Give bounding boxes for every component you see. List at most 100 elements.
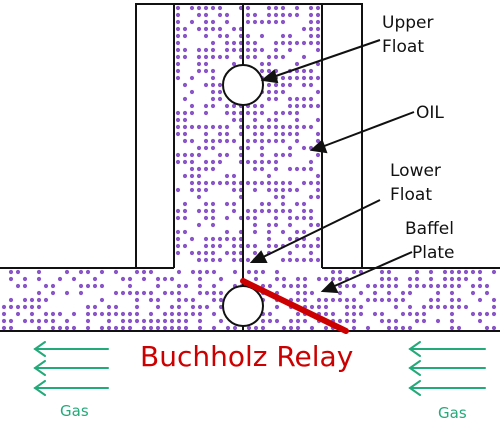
oil-dot	[295, 297, 301, 303]
oil-dot	[175, 229, 181, 235]
oil-dot	[477, 318, 483, 324]
oil-dot	[301, 166, 307, 172]
oil-dot	[189, 159, 195, 165]
oil-dot	[351, 297, 357, 303]
oil-dot	[294, 215, 300, 221]
oil-dot	[211, 269, 217, 275]
oil-dot	[280, 82, 286, 88]
oil-dot	[203, 82, 209, 88]
baffle-plate-label-line1: Baffel	[405, 219, 454, 239]
oil-dot	[308, 194, 314, 200]
oil-dot	[196, 61, 202, 67]
oil-dot	[218, 297, 224, 303]
oil-dot	[224, 103, 230, 109]
oil-dot	[259, 180, 265, 186]
oil-dot	[442, 283, 448, 289]
oil-dot	[175, 117, 181, 123]
oil-dot	[259, 19, 265, 25]
oil-dot	[211, 297, 217, 303]
oil-dot	[442, 276, 448, 282]
oil-dot	[273, 215, 279, 221]
upper-float-label-line1: Upper	[382, 13, 433, 33]
oil-dot	[141, 318, 147, 324]
upper-float-pointer	[260, 39, 381, 84]
oil-dot	[294, 103, 300, 109]
oil-dot	[175, 40, 181, 46]
oil-dot	[295, 311, 301, 317]
oil-dot	[407, 304, 413, 310]
oil-dot	[203, 180, 209, 186]
oil-dot	[414, 283, 420, 289]
oil-dot	[301, 40, 307, 46]
oil-dot	[189, 173, 195, 179]
oil-dot	[252, 54, 258, 60]
oil-dot	[196, 250, 202, 256]
oil-dot	[273, 47, 279, 53]
oil-dot	[294, 187, 300, 193]
oil-dot	[259, 47, 265, 53]
oil-dot	[266, 61, 272, 67]
oil-dot	[280, 194, 286, 200]
oil-dot	[280, 229, 286, 235]
oil-dot	[189, 180, 195, 186]
oil-dot	[252, 250, 258, 256]
oil-dot	[456, 276, 462, 282]
oil-dot	[309, 304, 315, 310]
oil-dot	[337, 297, 343, 303]
oil-dot	[218, 318, 224, 324]
oil-dot	[301, 208, 307, 214]
oil-dot	[211, 283, 217, 289]
oil-dot	[231, 201, 237, 207]
oil-dot	[372, 311, 378, 317]
oil-dot	[175, 124, 181, 130]
oil-dot	[266, 236, 272, 242]
oil-dot	[294, 124, 300, 130]
oil-dot	[231, 110, 237, 116]
oil-dot	[266, 208, 272, 214]
oil-dot	[22, 283, 28, 289]
oil-dot	[182, 54, 188, 60]
oil-dot	[148, 325, 154, 331]
oil-dot	[266, 124, 272, 130]
oil-dot	[330, 297, 336, 303]
oil-dot	[190, 304, 196, 310]
oil-dot	[259, 103, 265, 109]
oil-dot	[189, 138, 195, 144]
oil-dot	[64, 290, 70, 296]
oil-dot	[301, 124, 307, 130]
oil-dot	[189, 187, 195, 193]
oil-dot	[351, 283, 357, 289]
oil-dot	[358, 304, 364, 310]
oil-dot	[217, 124, 223, 130]
oil-dot	[189, 103, 195, 109]
oil-dot	[259, 110, 265, 116]
oil-dot	[231, 250, 237, 256]
oil-dot	[57, 276, 63, 282]
oil-dot	[182, 33, 188, 39]
oil-dot	[22, 318, 28, 324]
oil-dot	[113, 290, 119, 296]
oil-dot	[106, 325, 112, 331]
oil-dot	[287, 12, 293, 18]
oil-dot	[400, 297, 406, 303]
oil-dot	[449, 276, 455, 282]
oil-dot	[351, 304, 357, 310]
oil-dot	[491, 311, 497, 317]
oil-dot	[280, 201, 286, 207]
oil-dot	[287, 33, 293, 39]
oil-dot	[266, 138, 272, 144]
oil-dot	[400, 325, 406, 331]
oil-dot	[379, 311, 385, 317]
oil-dot	[252, 180, 258, 186]
gas-arrow	[33, 360, 109, 376]
oil-dot	[169, 318, 175, 324]
oil-dot	[386, 269, 392, 275]
oil-dot	[386, 297, 392, 303]
oil-dot	[231, 173, 237, 179]
oil-dot	[280, 12, 286, 18]
oil-dot	[259, 152, 265, 158]
oil-dot	[316, 297, 322, 303]
oil-dot	[273, 159, 279, 165]
oil-dot	[120, 276, 126, 282]
